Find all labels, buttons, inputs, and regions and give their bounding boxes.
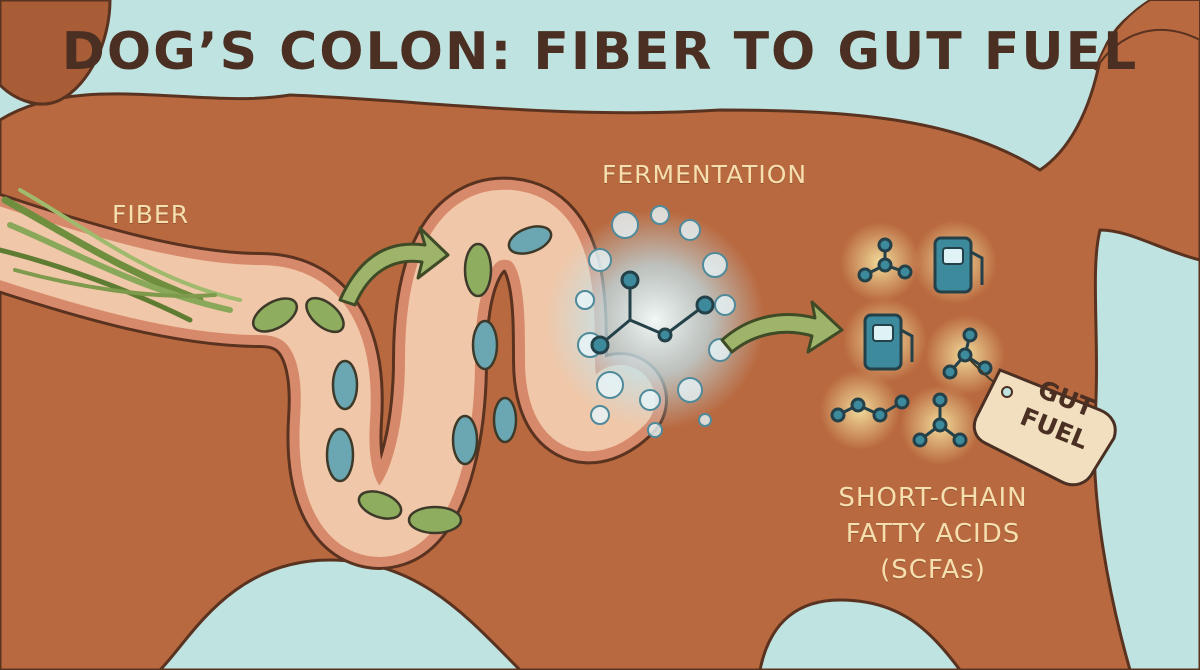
fuel-pump-icon <box>913 220 997 304</box>
fiber-strands-icon <box>0 188 242 323</box>
page-title: DOG’S COLON: FIBER TO GUT FUEL <box>61 22 1139 82</box>
bacteria-icon <box>251 225 553 535</box>
scfa-label-line-1: SHORT-CHAIN <box>838 483 1028 513</box>
scfa-label-line-2: FATTY ACIDS <box>845 519 1021 549</box>
tag-icon <box>969 359 1117 487</box>
fiber-label: FIBER <box>112 200 190 229</box>
molecule-icon <box>830 237 993 448</box>
fuel-pump-icon <box>843 298 927 382</box>
fermentation-cloud <box>545 205 765 438</box>
arrow-icon <box>338 226 844 354</box>
molecule-icon <box>590 270 715 355</box>
scfa-label: SHORT-CHAIN FATTY ACIDS (SCFAs) <box>818 480 1048 588</box>
bubble-icon <box>575 205 736 438</box>
fermentation-label: FERMENTATION <box>602 160 808 189</box>
scfa-label-line-3: (SCFAs) <box>880 555 986 585</box>
